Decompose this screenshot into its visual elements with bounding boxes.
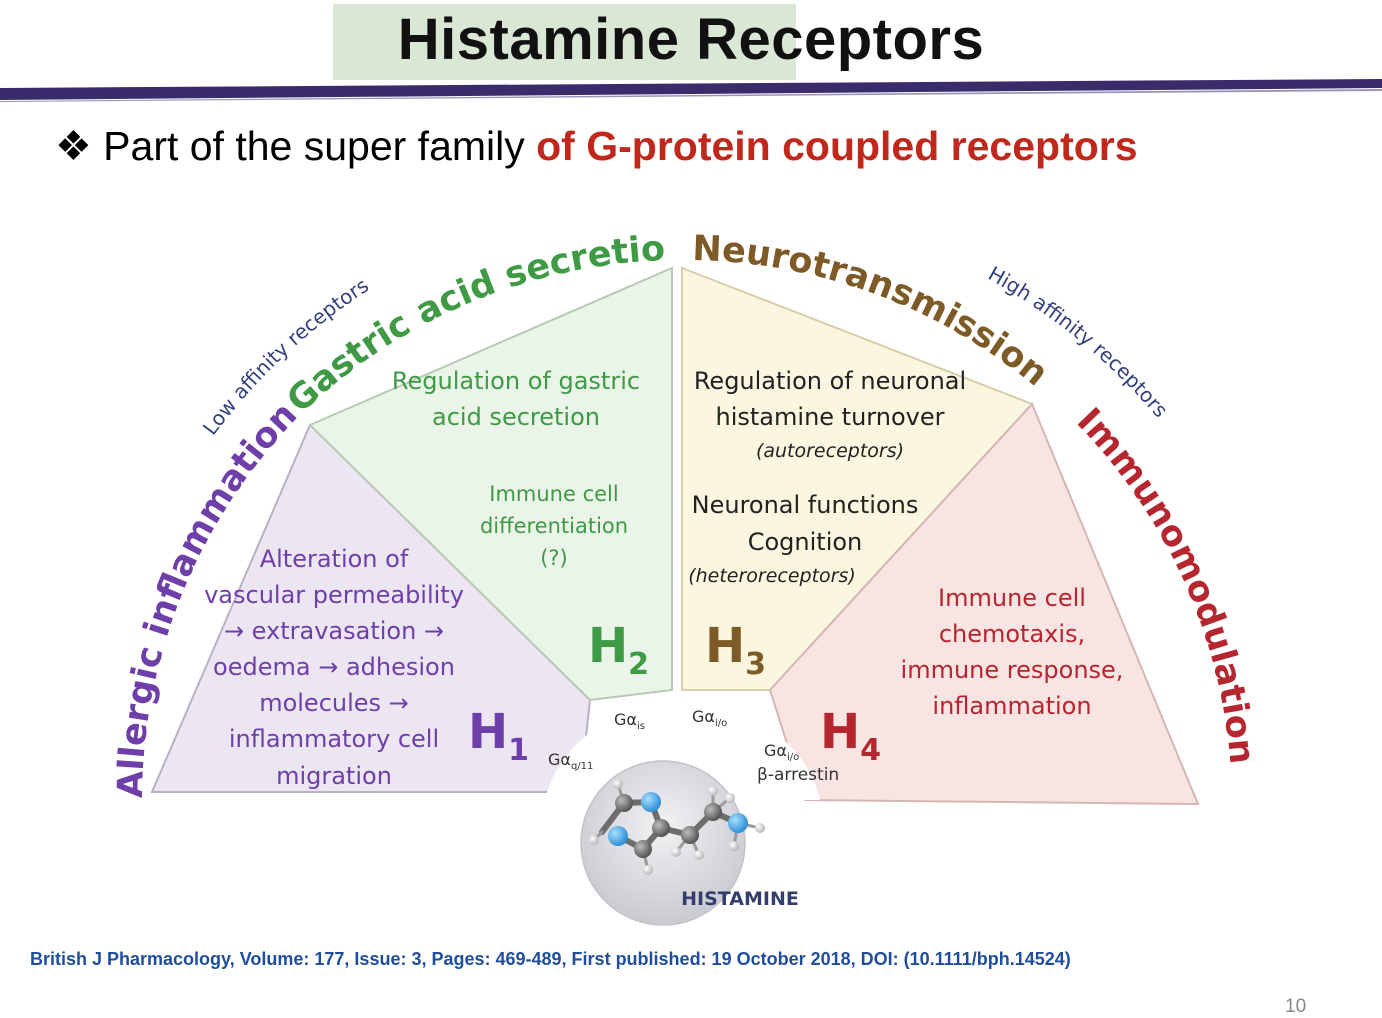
svg-text:acid secretion: acid secretion xyxy=(432,403,600,431)
svg-text:histamine turnover: histamine turnover xyxy=(716,403,945,431)
h4-beta-arrestin: β-arrestin xyxy=(757,765,839,785)
bullet-symbol: ❖ xyxy=(55,123,92,169)
svg-text:inflammation: inflammation xyxy=(932,692,1091,720)
svg-text:Cognition: Cognition xyxy=(748,528,863,556)
svg-text:oedema → adhesion: oedema → adhesion xyxy=(213,653,455,681)
histamine-label: HISTAMINE xyxy=(681,888,799,910)
svg-text:(?): (?) xyxy=(540,546,568,570)
svg-text:migration: migration xyxy=(276,762,392,790)
citation: British J Pharmacology, Volume: 177, Iss… xyxy=(30,949,1071,969)
h1-g-protein: Gαq/11 xyxy=(548,750,593,772)
bullet-point: ❖ Part of the super family of G-protein … xyxy=(55,122,1138,170)
svg-text:(heteroreceptors): (heteroreceptors) xyxy=(688,565,856,587)
svg-text:→ extravasation →: → extravasation → xyxy=(224,617,444,645)
svg-text:Neuronal functions: Neuronal functions xyxy=(692,491,919,519)
title-underline xyxy=(0,79,1382,102)
h3-receptor-label: H3 xyxy=(705,618,766,682)
histamine-molecule-icon xyxy=(589,779,765,875)
slide-title: Histamine Receptors xyxy=(397,7,985,72)
page-number: 10 xyxy=(1285,996,1307,1017)
svg-text:immune response,: immune response, xyxy=(901,656,1124,684)
svg-text:Immune cell: Immune cell xyxy=(938,584,1086,612)
bullet-emphasis: of G-protein coupled receptors xyxy=(536,123,1138,169)
h2-g-protein: Gαis xyxy=(614,710,645,732)
h1-description: Alteration of vascular permeability → ex… xyxy=(204,545,464,790)
svg-text:differentiation: differentiation xyxy=(480,514,628,538)
h3-g-protein: Gαi/o xyxy=(692,707,727,729)
title-highlight xyxy=(333,4,796,80)
svg-text:molecules →: molecules → xyxy=(259,689,409,717)
h4-receptor-label: H4 xyxy=(820,704,881,768)
h4-g-protein: Gαi/o xyxy=(764,741,799,763)
svg-text:chemotaxis,: chemotaxis, xyxy=(939,620,1085,648)
svg-text:Regulation of gastric: Regulation of gastric xyxy=(392,367,640,395)
h2-description: Regulation of gastric acid secretion xyxy=(392,367,640,431)
h2-receptor-label: H2 xyxy=(588,618,649,682)
svg-text:Alteration of: Alteration of xyxy=(260,545,409,573)
h4-description: Immune cell chemotaxis, immune response,… xyxy=(901,584,1124,720)
svg-text:Immune cell: Immune cell xyxy=(489,482,618,506)
h3-description: Regulation of neuronal histamine turnove… xyxy=(688,367,966,587)
svg-text:Regulation of neuronal: Regulation of neuronal xyxy=(694,367,966,395)
svg-text:inflammatory cell: inflammatory cell xyxy=(229,725,439,753)
svg-text:vascular permeability: vascular permeability xyxy=(204,581,464,609)
h2-sector xyxy=(308,266,673,702)
h2-extra-description: Immune cell differentiation (?) xyxy=(480,482,628,570)
svg-text:(autoreceptors): (autoreceptors) xyxy=(756,440,904,462)
bullet-text: Part of the super family xyxy=(103,123,537,169)
h1-receptor-label: H1 xyxy=(468,704,529,768)
histamine-halo xyxy=(545,702,820,800)
